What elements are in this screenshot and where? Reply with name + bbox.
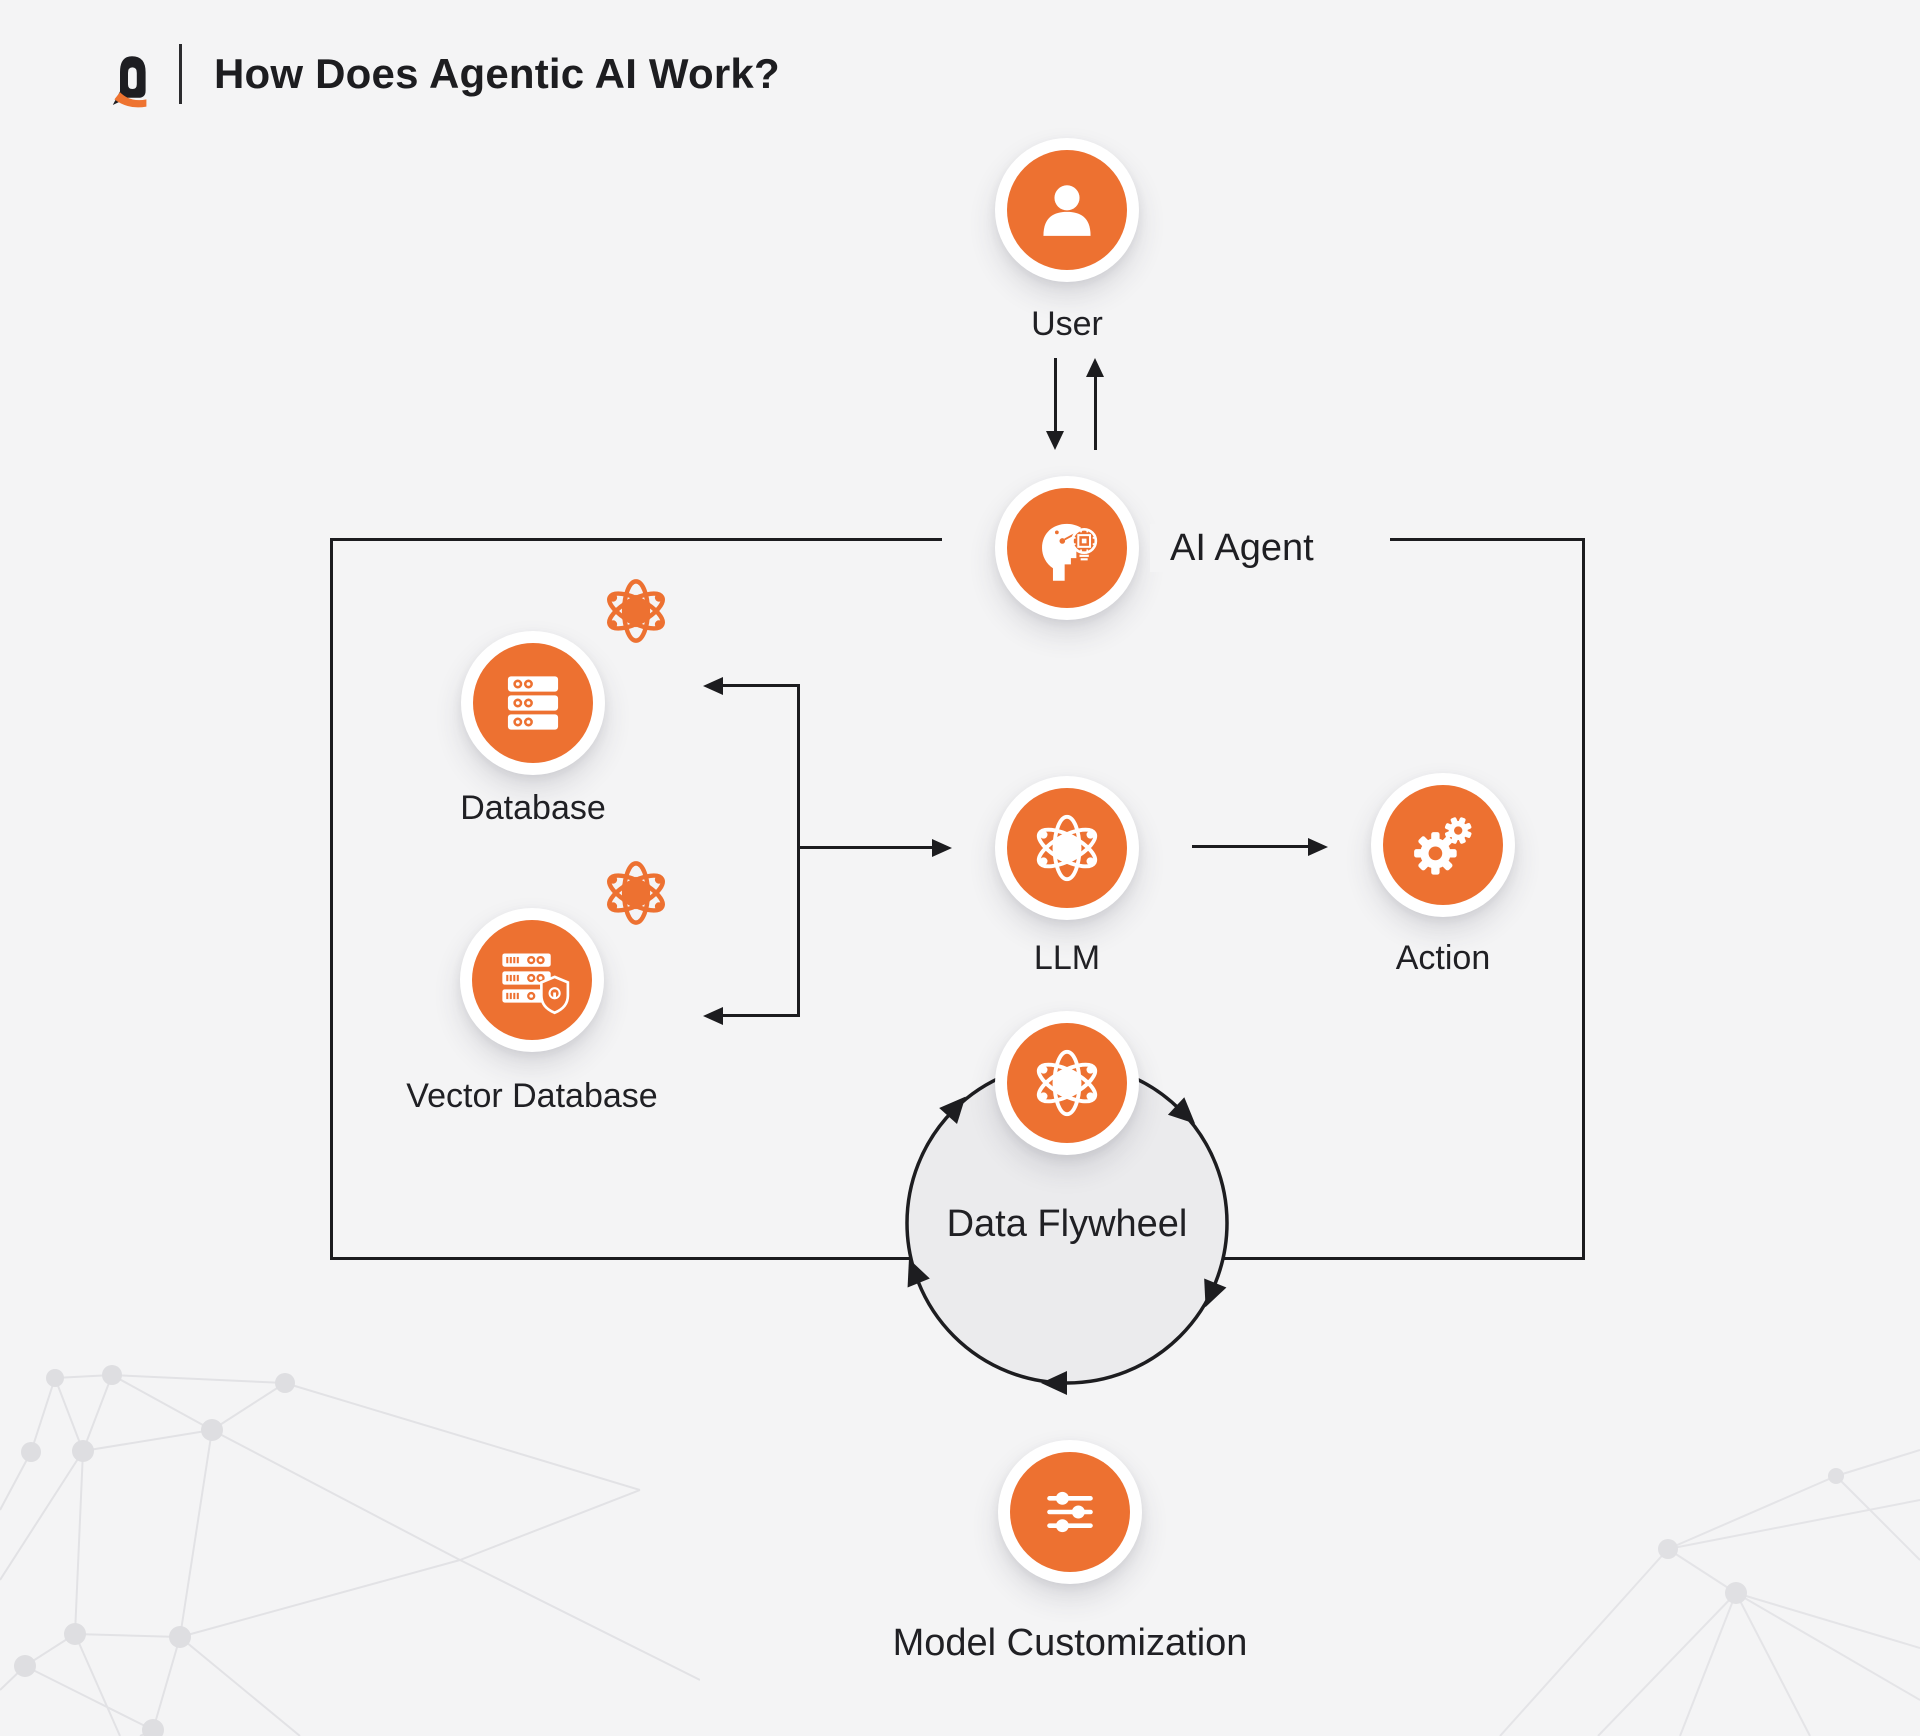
- arrow-user-to-agent-head: [1046, 431, 1064, 450]
- junction-to-llm-line: [797, 846, 932, 849]
- node-data-flywheel: [995, 1011, 1139, 1155]
- node-user: [995, 138, 1139, 282]
- arrow-agent-to-user-head: [1086, 358, 1104, 377]
- node-model-customization-label: Model Customization: [892, 1622, 1248, 1664]
- box-top-border-right: [1390, 538, 1585, 541]
- node-vector-database: [460, 908, 604, 1052]
- junction-to-vectordb-line: [722, 1014, 800, 1017]
- head-chip-bulb-icon: [1042, 523, 1098, 581]
- junction-to-llm-head: [932, 838, 952, 857]
- node-user-label: User: [1031, 305, 1103, 343]
- node-llm: [995, 776, 1139, 920]
- flywheel-arrowheads: [907, 1096, 1227, 1395]
- page-title: How Does Agentic AI Work?: [214, 50, 780, 97]
- node-llm-label: LLM: [1033, 939, 1101, 977]
- node-vector-database-label: Vector Database: [406, 1077, 658, 1115]
- node-ai-agent-label: AI Agent: [1150, 524, 1334, 572]
- sliders-icon: [1047, 1491, 1093, 1533]
- gears-icon: [1414, 817, 1472, 875]
- node-model-customization: [998, 1440, 1142, 1584]
- box-top-border-left: [330, 538, 942, 541]
- constellation-pattern-right: [1499, 1449, 1920, 1736]
- secure-server-shield-icon: [502, 953, 570, 1015]
- arrow-agent-to-user-line: [1094, 376, 1097, 450]
- person-icon: [1043, 185, 1091, 236]
- atom-icon: [607, 861, 665, 925]
- node-action-label: Action: [1395, 939, 1491, 977]
- data-flywheel-label: Data Flywheel: [946, 1203, 1188, 1245]
- junction-vertical-line: [797, 684, 800, 1017]
- q-logo: [112, 56, 147, 108]
- header-divider: [179, 44, 182, 104]
- node-database: [461, 631, 605, 775]
- box-right-border: [1582, 538, 1585, 1260]
- atom-icon: [607, 579, 665, 643]
- constellation-pattern-left: [0, 1365, 700, 1736]
- node-database-label: Database: [460, 789, 606, 827]
- node-action: [1371, 773, 1515, 917]
- data-flywheel-ring: [905, 1061, 1229, 1395]
- arrow-llm-to-action-line: [1192, 845, 1308, 848]
- atom-icon: [1036, 1049, 1098, 1117]
- box-left-border: [330, 538, 333, 1260]
- atom-icon: [1036, 814, 1098, 882]
- server-stack-icon: [507, 676, 559, 730]
- node-ai-agent: [995, 476, 1139, 620]
- arrow-llm-to-action-head: [1308, 837, 1328, 856]
- junction-to-database-line: [722, 684, 800, 687]
- arrow-user-to-agent-line: [1054, 358, 1057, 432]
- junction-to-database-head: [703, 676, 723, 695]
- junction-to-vectordb-head: [703, 1006, 723, 1025]
